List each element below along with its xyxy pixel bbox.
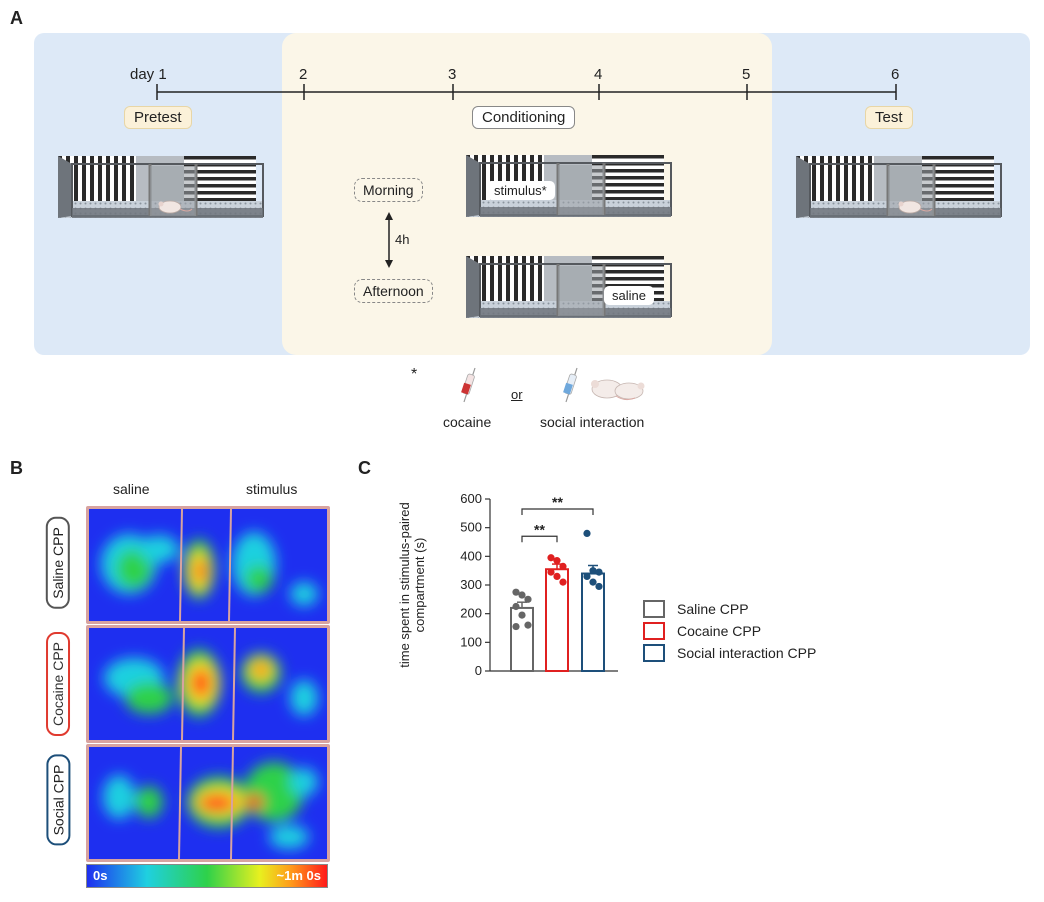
significance-label-1: ** <box>552 494 563 510</box>
asterisk: * <box>411 366 418 383</box>
afternoon-label: Afternoon <box>354 279 433 303</box>
panel-a-letter: A <box>10 8 23 28</box>
day-label-5: 5 <box>742 66 751 83</box>
mice-icon <box>591 379 645 401</box>
legend-item-saline: Saline CPP <box>643 598 816 620</box>
data-point-2-5 <box>595 582 603 591</box>
significance-bracket-1 <box>521 508 594 516</box>
scale-min-label: 0s <box>93 868 108 883</box>
day-label-6: 6 <box>891 66 900 83</box>
or-label: or <box>511 387 523 402</box>
bar-1 <box>545 568 569 672</box>
day-label-4: 4 <box>594 66 603 83</box>
heatmap-cocaine <box>86 625 330 743</box>
data-point-1-5 <box>559 578 567 586</box>
scale-max-label: ~1m 0s <box>276 868 321 883</box>
legend-label-saline: Saline CPP <box>677 601 749 617</box>
legend-swatch-cocaine <box>643 622 665 640</box>
legend-swatch-saline <box>643 600 665 618</box>
chart-legend: Saline CPP Cocaine CPP Social interactio… <box>643 598 816 664</box>
row-label-cocaine-wrap: Cocaine CPP <box>38 624 78 744</box>
data-point-1-4 <box>553 572 561 580</box>
data-point-2-2 <box>595 568 603 576</box>
day-label-3: 3 <box>448 66 457 83</box>
data-point-1-2 <box>559 562 567 570</box>
y-tick-label: 400 <box>460 548 482 563</box>
day-label-1: day 1 <box>130 66 167 83</box>
data-point-0-0 <box>512 588 520 596</box>
data-point-0-2 <box>524 595 532 603</box>
data-point-1-3 <box>547 568 555 576</box>
y-tick-label: 500 <box>460 520 482 535</box>
legend-item-cocaine: Cocaine CPP <box>643 620 816 642</box>
day-label-2: 2 <box>299 66 308 83</box>
data-point-0-4 <box>518 611 526 619</box>
saline-box-label: saline <box>604 286 654 305</box>
legend-label-social: Social interaction CPP <box>677 645 817 661</box>
interval-label: 4h <box>395 232 410 247</box>
cocaine-label: cocaine <box>443 414 492 430</box>
row-label-cocaine: Cocaine CPP <box>46 631 71 737</box>
significance-bracket-0 <box>521 535 558 543</box>
legend-label-cocaine: Cocaine CPP <box>677 623 762 639</box>
panel-c-letter: C <box>358 458 371 478</box>
row-label-saline-wrap: Saline CPP <box>38 507 78 619</box>
y-tick-label: 200 <box>460 606 482 621</box>
data-point-2-4 <box>589 578 597 586</box>
test-label: Test <box>865 106 913 129</box>
legend-swatch-social <box>643 644 665 662</box>
data-point-0-6 <box>512 622 520 631</box>
data-point-2-3 <box>583 572 591 580</box>
data-point-1-0 <box>547 554 555 562</box>
chart-ylabel: time spent in stimulus-paired compartmen… <box>397 502 427 668</box>
row-label-social-wrap: Social CPP <box>38 744 78 856</box>
significance-label-0: ** <box>534 521 545 537</box>
heatmap-saline <box>86 506 330 624</box>
conditioning-label: Conditioning <box>472 106 576 129</box>
morning-label: Morning <box>354 178 423 202</box>
y-tick-label: 600 <box>460 491 482 506</box>
data-point-2-0 <box>583 529 591 537</box>
heatmap-social <box>86 744 330 862</box>
syringe-blue-icon <box>563 367 578 403</box>
colour-scale-bar: 0s ~1m 0s <box>86 864 328 888</box>
legend-item-social: Social interaction CPP <box>643 642 816 664</box>
bar-chart: 0 100 200 300 400 500 600 ** ** <box>460 491 618 678</box>
y-tick-label: 0 <box>475 663 482 678</box>
heatmap-col-stimulus: stimulus <box>246 481 298 497</box>
data-point-2-1 <box>589 567 597 575</box>
data-point-0-1 <box>518 591 526 599</box>
heatmap-col-saline: saline <box>113 481 150 497</box>
syringe-red-icon <box>461 367 476 403</box>
timeline <box>156 84 897 100</box>
y-tick-label: 300 <box>460 577 482 592</box>
data-point-1-1 <box>553 557 561 565</box>
data-point-0-5 <box>524 621 532 629</box>
panel-b-letter: B <box>10 458 23 478</box>
pretest-label: Pretest <box>124 106 192 129</box>
apparatus-drawings <box>56 153 1003 320</box>
row-label-social: Social CPP <box>46 754 70 846</box>
data-point-0-3 <box>512 602 520 611</box>
y-tick-label: 100 <box>460 634 482 649</box>
row-label-saline: Saline CPP <box>46 517 70 609</box>
stimulus-box-label: stimulus* <box>486 181 555 200</box>
social-interaction-label: social interaction <box>540 414 645 430</box>
